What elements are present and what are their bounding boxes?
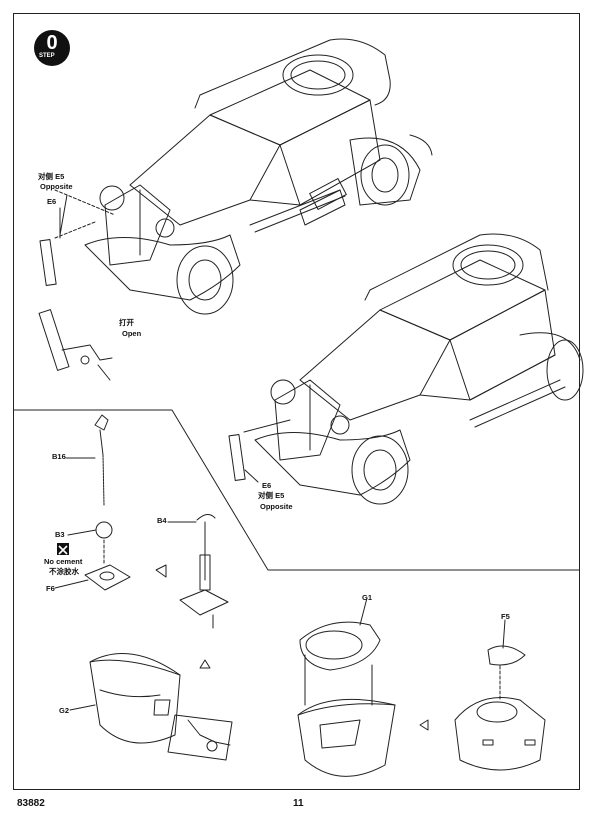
g2-part <box>89 653 181 744</box>
label-f5: F5 <box>501 612 510 621</box>
step-number: 0 <box>46 32 58 54</box>
label-opposite-e5-cn: 对侧 E5 <box>38 172 65 181</box>
label-no-cement-cn: 不涂胶水 <box>49 567 79 576</box>
top-armored-car <box>39 38 433 315</box>
section-divider <box>13 409 580 571</box>
label-g1: G1 <box>362 593 373 602</box>
label-opposite-e5-en: Opposite <box>40 182 73 191</box>
page-number: 11 <box>293 798 304 809</box>
label-open-en: Open <box>122 329 142 338</box>
label-b3: B3 <box>55 530 65 539</box>
label-b4: B4 <box>157 516 167 525</box>
no-cement-icon <box>57 543 69 555</box>
product-code: 83882 <box>17 798 45 809</box>
periscope-assembly <box>84 414 131 591</box>
label-no-cement-en: No cement <box>44 557 83 566</box>
label-g2: G2 <box>59 706 70 715</box>
step-badge: 0 STEP <box>34 30 70 66</box>
label-e6-mid: E6 <box>262 481 272 490</box>
label-open-cn: 打开 <box>119 318 134 327</box>
step-word: STEP <box>39 53 55 59</box>
final-turret <box>419 645 546 771</box>
g1-assembly <box>297 621 396 777</box>
mechanism-parts <box>167 659 233 761</box>
page-border <box>13 13 580 790</box>
label-f6: F6 <box>46 584 55 593</box>
label-opposite-e5-en-mid: Opposite <box>260 502 293 511</box>
b4-assembly <box>155 514 229 629</box>
label-opposite-e5-cn-mid: 对侧 E5 <box>258 491 285 500</box>
label-e6-top: E6 <box>47 197 57 206</box>
label-b16: B16 <box>52 452 66 461</box>
second-armored-car <box>228 233 584 505</box>
open-plate-detail <box>38 309 113 381</box>
